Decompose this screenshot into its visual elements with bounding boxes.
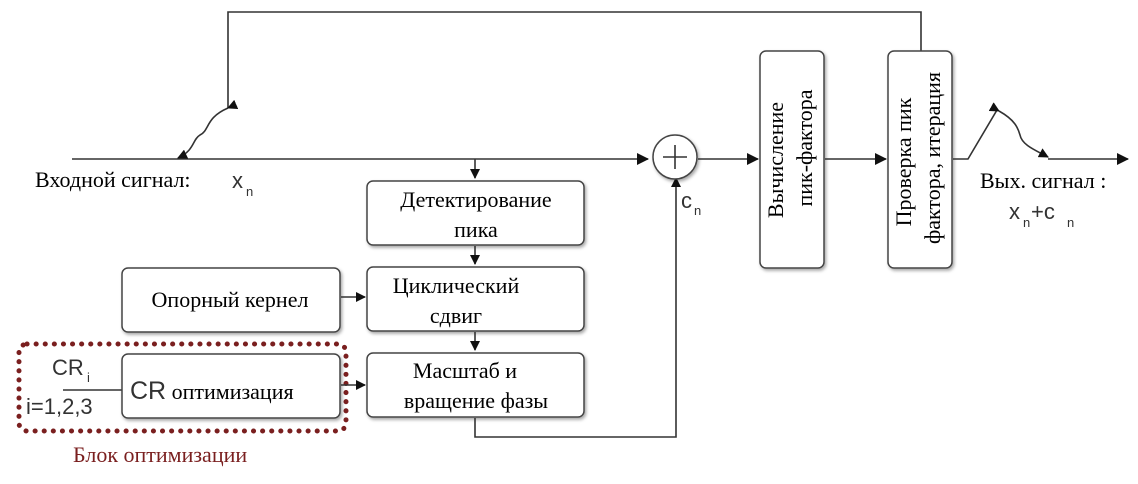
reference-kernel-label: Опорный кернел [152, 287, 309, 312]
output-switch-arrow [988, 102, 1049, 158]
output-symbol-x: x [1009, 199, 1020, 224]
scale-rotate-label-1: Масштаб и [413, 358, 517, 383]
output-symbol-plus-c: +c [1031, 199, 1055, 224]
cn-feedback-line [474, 177, 681, 438]
peak-detect-label-2: пика [454, 217, 498, 242]
input-switch-arrow [177, 99, 239, 159]
cr-input-symbol: CR [52, 355, 84, 380]
cr-optimization-label: CR оптимизация [130, 377, 294, 405]
papr-calc-label-1: Вычисление [763, 102, 788, 218]
scale-rotate-label-2: вращение фазы [404, 388, 548, 413]
cn-subscript: n [694, 203, 701, 218]
reference-kernel-block [121, 267, 341, 333]
cn-symbol: c [681, 188, 692, 213]
peak-detect-label-1: Детектирование [400, 187, 551, 212]
peak-detect-block [366, 180, 585, 246]
cr-optimization-block [121, 353, 341, 419]
cyclic-shift-label-1: Циклический [393, 273, 520, 298]
papr-check-block [887, 50, 953, 269]
optimization-block-caption: Блок оптимизации [73, 442, 247, 467]
output-switch-line [953, 109, 998, 160]
cyclic-shift-label-2: сдвиг [430, 303, 482, 328]
optimization-block-border [16, 341, 349, 434]
input-signal-label: Входной сигнал: [35, 167, 191, 192]
feedback-loop-line [227, 11, 922, 108]
papr-check-label-2: фактора, итерация [920, 72, 945, 244]
cr-optimization-suffix: оптимизация [166, 379, 293, 404]
cr-optimization-prefix: CR [130, 377, 166, 405]
cyclic-shift-block [366, 266, 585, 332]
scale-rotate-block [366, 352, 585, 418]
papr-calc-label-2: пик-фактора [792, 89, 817, 206]
papr-calc-block [759, 50, 825, 269]
output-subscript-1: n [1023, 215, 1030, 230]
cr-input-subscript: i [87, 370, 90, 385]
cr-index-range: i=1,2,3 [26, 394, 93, 419]
input-symbol: x [232, 168, 243, 193]
output-subscript-2: n [1067, 215, 1074, 230]
papr-check-label-1: Проверка пик [891, 97, 916, 226]
input-subscript: n [246, 184, 253, 199]
output-signal-label: Вых. сигнал : [980, 168, 1106, 193]
